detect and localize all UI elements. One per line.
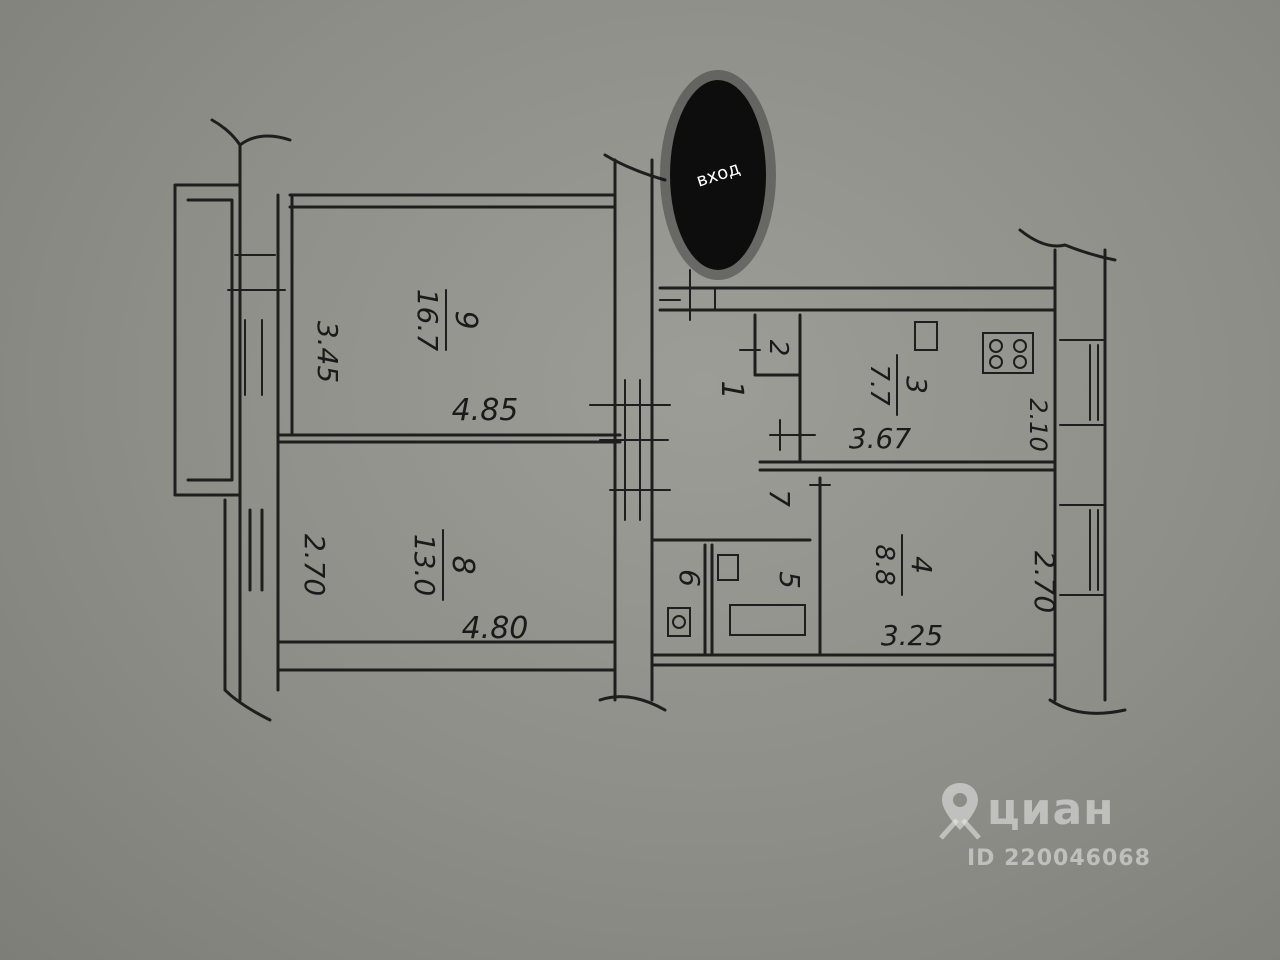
fixtures <box>667 321 1034 637</box>
room-2-number: 2 <box>763 340 793 357</box>
room-9-label: 9 16.7 <box>411 289 483 352</box>
entrance-marker: вход <box>660 70 776 280</box>
room-3-number: 3 <box>900 376 933 394</box>
room-3-width: 3.67 <box>849 422 912 455</box>
room-9-number: 9 <box>448 310 483 329</box>
room-3-depth: 2.10 <box>1024 398 1052 451</box>
room-8-depth: 2.70 <box>298 534 331 596</box>
location-pin-icon <box>939 783 981 840</box>
fridge-icon <box>914 321 938 351</box>
room-6-number: 6 <box>673 569 706 587</box>
sink-icon <box>717 554 739 581</box>
room-9-width: 4.85 <box>452 393 519 428</box>
cian-watermark: циан ID 220046068 <box>935 780 1175 880</box>
room-8-number: 8 <box>445 555 480 574</box>
stove-icon <box>982 332 1034 374</box>
room-1-number: 1 <box>714 380 749 399</box>
toilet-icon <box>667 607 691 637</box>
room-8-label: 8 13.0 <box>408 529 480 601</box>
watermark-id: ID 220046068 <box>967 846 1151 871</box>
room-4-width: 3.25 <box>881 619 943 652</box>
room-5-number: 5 <box>773 571 806 589</box>
room-3-label: 3 7.7 <box>864 354 933 416</box>
room-3-area: 7.7 <box>864 364 894 406</box>
watermark-brand: циан <box>987 784 1115 835</box>
room-4-area: 8.8 <box>869 544 899 585</box>
room-9-area: 16.7 <box>411 289 444 352</box>
room-9-depth: 3.45 <box>311 321 344 383</box>
room-8-area: 13.0 <box>408 534 441 596</box>
room-4-number: 4 <box>905 556 938 574</box>
room-4-label: 4 8.8 <box>869 534 938 596</box>
room-4-depth: 2.70 <box>1028 551 1061 613</box>
room-7-number: 7 <box>763 489 796 507</box>
walls <box>173 118 1127 722</box>
bathtub-icon <box>729 604 806 636</box>
room-8-width: 4.80 <box>462 611 529 646</box>
